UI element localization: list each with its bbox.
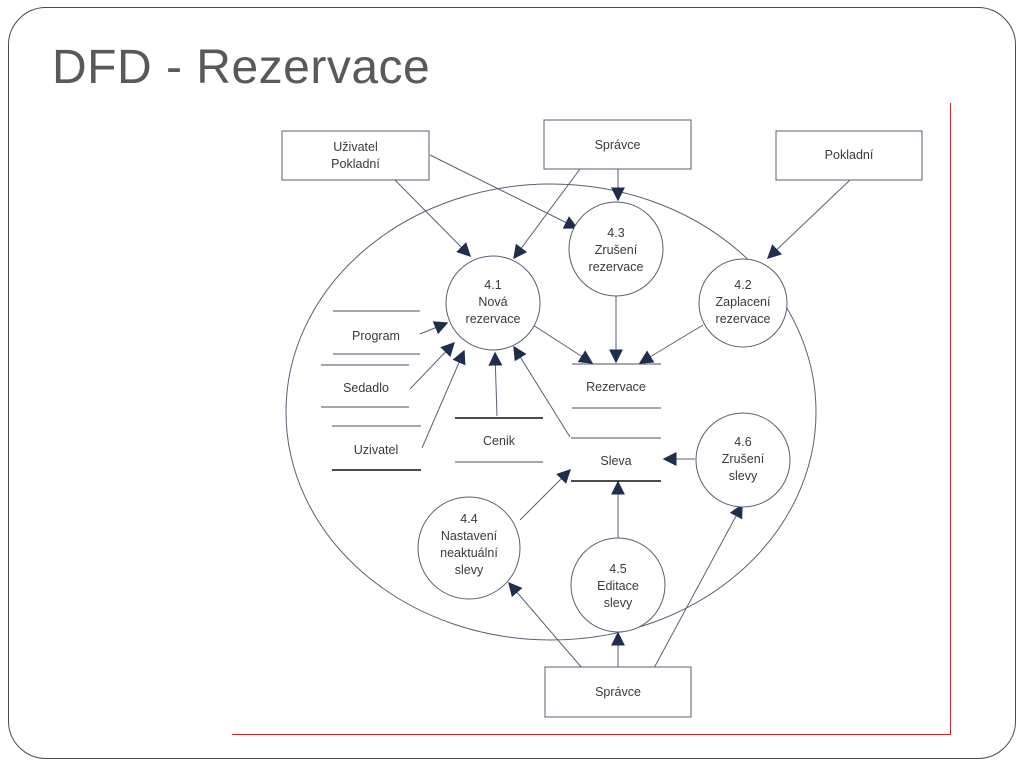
flow-cenik-to-4-1 [488,351,503,417]
store-label: Program [352,329,400,343]
store-label: Sleva [600,454,631,468]
store-label: Uzivatel [354,443,398,457]
entity-label: Pokladní [825,148,874,162]
store-program: Program [333,310,420,355]
process-label: 4.2 [734,278,751,292]
store-label: Rezervace [586,380,646,394]
process-label: Nová [478,295,507,309]
store-rezervace: Rezervace [572,363,661,409]
process-label: Zrušení [722,452,765,466]
process-label: slevy [604,596,633,610]
store-label: Cenik [483,434,516,448]
dfd-diagram-panel: Uživatel Pokladní Správce Pokladní Správ… [232,103,951,735]
data-flows [393,154,851,669]
process-label: 4.1 [484,278,501,292]
process-label: slevy [729,469,758,483]
process-label: 4.3 [607,226,624,240]
process-4-3: 4.3 Zrušení rezervace [568,201,664,297]
flow-4-1-to-rezervace [532,324,594,364]
process-label: 4.5 [609,562,626,576]
process-label: Editace [597,579,639,593]
process-4-1: 4.1 Nová rezervace [445,255,541,351]
slide-title: DFD - Rezervace [52,41,431,94]
process-label: 4.4 [460,512,477,526]
entity-spravce-bottom: Správce [544,666,692,718]
flow-4-4-to-sleva [519,469,571,521]
dfd-diagram: Uživatel Pokladní Správce Pokladní Správ… [281,119,923,718]
process-label: rezervace [716,312,771,326]
flow-spravce-to-4-4 [508,581,583,669]
store-cenik: Cenik [455,417,543,463]
flow-uzivatel-to-4-1 [393,178,471,257]
entity-label: Správce [595,685,641,699]
entity-label: Pokladní [331,157,380,171]
process-4-2: 4.2 Zaplacení rezervace [698,258,788,348]
process-label: 4.6 [734,435,751,449]
process-4-6: 4.6 Zrušení slevy [695,412,791,508]
store-label: Sedadlo [343,381,389,395]
flow-sleva-to-4-1 [513,345,571,438]
system-boundary [285,183,817,641]
process-label: Nastavení [441,529,498,543]
entity-spravce-top: Správce [543,119,692,170]
flow-spravce-to-4-1 [513,168,581,260]
flow-4-2-to-rezervace [638,324,704,364]
process-label: neaktuální [440,546,498,560]
process-label: Zaplacení [716,295,771,309]
flow-program-to-4-1 [419,321,449,335]
flow-pokladni-to-4-2 [766,179,851,259]
process-label: Zrušení [595,243,638,257]
process-label: slevy [455,563,484,577]
entity-label: Uživatel [333,140,377,154]
data-stores: Program Sedadlo Uzivatel Cenik Rezervace… [321,310,661,482]
store-uzivatel: Uzivatel [332,425,421,471]
flow-uzivatel-to-4-3 [429,154,579,229]
entity-label: Správce [595,138,641,152]
process-label: rezervace [589,260,644,274]
flow-uzivatel-store-to-4-1 [421,349,466,449]
store-sleva: Sleva [571,437,661,482]
store-sedadlo: Sedadlo [321,364,409,408]
process-4-4: 4.4 Nastavení neaktuální slevy [417,496,521,600]
flow-sedadlo-to-4-1 [409,341,455,390]
entity-uzivatel-pokladni: Uživatel Pokladní [281,130,430,181]
process-label: rezervace [466,312,521,326]
flow-spravce-to-4-6 [653,503,743,669]
process-4-5: 4.5 Editace slevy [570,537,666,633]
entity-pokladni: Pokladní [775,130,923,181]
